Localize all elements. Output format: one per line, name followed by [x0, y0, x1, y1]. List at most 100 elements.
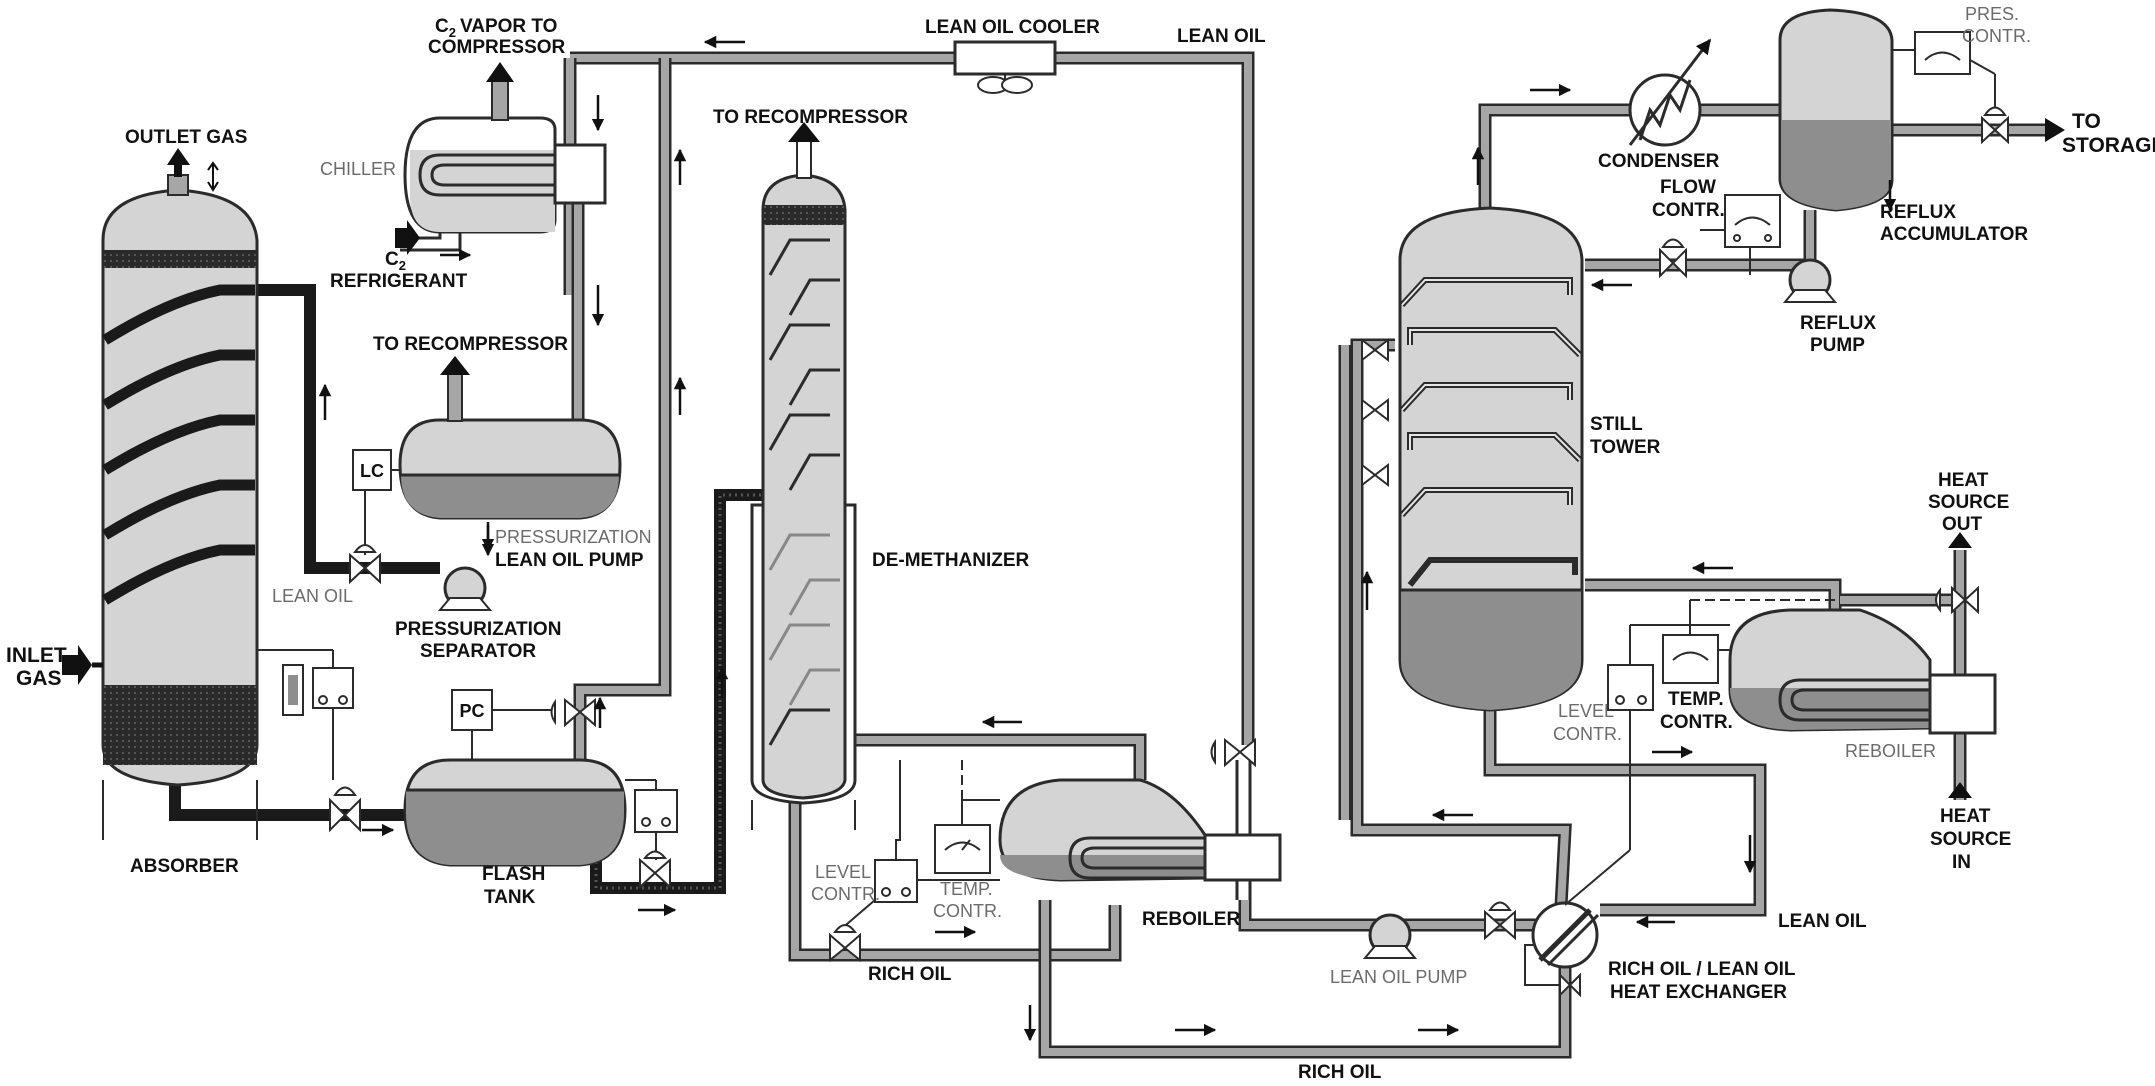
temp-contr-1a-label: TEMP.	[940, 879, 993, 899]
condenser	[1628, 38, 1712, 147]
flash-tank-level-instrument	[625, 779, 678, 860]
pipe-network	[169, 51, 2045, 1059]
flow-contr-1-label: FLOW	[1660, 177, 1716, 198]
heat-source-in-arrow	[1948, 782, 1972, 798]
rich-oil-bottom-label: RICH OIL	[1298, 1062, 1382, 1083]
temp-contr-2a-label: TEMP.	[1668, 689, 1724, 710]
reboiler-1-steam-valve[interactable]	[1210, 737, 1256, 768]
tank-label: TANK	[484, 887, 536, 908]
flow-arrows	[318, 35, 1897, 1042]
flash-label: FLASH	[482, 864, 545, 885]
heat-source-valve[interactable]	[1935, 585, 1979, 615]
flash-tank	[403, 758, 627, 867]
reboiler-1-label: REBOILER	[1142, 909, 1240, 930]
inlet-gas-arrow	[62, 645, 92, 685]
pressurization-sep-2-label: SEPARATOR	[420, 641, 536, 662]
reflux-pump[interactable]	[1782, 258, 1838, 303]
c2-vapor-label: VAPOR TO	[460, 16, 557, 37]
heat-out-3-label: OUT	[1942, 514, 1983, 535]
lean-oil-control-valve[interactable]	[349, 544, 381, 585]
heat-out-2-label: SOURCE	[1928, 492, 2009, 513]
pc-controller: PC	[451, 689, 555, 760]
to-recompressor-2-label: TO RECOMPRESSOR	[713, 107, 908, 128]
reboiler-1	[998, 760, 1282, 900]
rich-oil-1-label: RICH OIL	[868, 964, 952, 985]
pres-contr-1-label: PRES.	[1965, 4, 2019, 24]
lean-oil-pump-2[interactable]	[1362, 913, 1418, 959]
condenser-label: CONDENSER	[1598, 151, 1720, 172]
svg-text:C2: C2	[385, 249, 406, 273]
level-contr-2b-label: CONTR.	[1553, 724, 1622, 744]
lean-oil-pump-1-label: LEAN OIL PUMP	[495, 550, 644, 571]
lean-oil-right-label: LEAN OIL	[1778, 911, 1867, 932]
still-2-label: TOWER	[1590, 437, 1661, 458]
lean-oil-pump-valve[interactable]	[1484, 901, 1516, 941]
inlet-label: INLET	[6, 644, 67, 667]
to-recompressor-1-label: TO RECOMPRESSOR	[373, 334, 568, 355]
temp-contr-2	[1662, 599, 1840, 684]
pres-contr-2-label: CONTR.	[1962, 26, 2031, 46]
flash-tank-outlet-valve[interactable]	[639, 850, 671, 890]
lean-oil-cooler	[953, 40, 1057, 94]
level-contr-1b-label: CONTR.	[811, 884, 880, 904]
still-1-label: STILL	[1590, 414, 1643, 435]
pc-label: PC	[459, 701, 484, 721]
storage-label: STORAGE	[2062, 134, 2155, 157]
hx-2-label: HEAT EXCHANGER	[1610, 982, 1787, 1003]
hx-bypass-valve[interactable]	[1559, 972, 1581, 998]
absorber-label: ABSORBER	[130, 856, 239, 877]
pres-contr	[1892, 31, 1996, 115]
c2-refrigerant-arrow	[395, 220, 420, 255]
reflux-accumulator	[1778, 8, 1894, 212]
reflux-pump-1-label: REFLUX	[1800, 313, 1876, 334]
reflux-flow-valve[interactable]	[1659, 238, 1687, 279]
chiller-label: CHILLER	[320, 159, 396, 179]
pressurization-1-label: PRESSURIZATION	[495, 527, 652, 547]
heat-source-out-arrow	[1948, 532, 1972, 548]
rich-oil-control-valve-1[interactable]	[829, 924, 861, 963]
reflux-acc-1-label: REFLUX	[1880, 202, 1956, 223]
lean-oil-cooler-label: LEAN OIL COOLER	[925, 17, 1100, 38]
absorber-level-instrument	[257, 649, 354, 780]
absorber-vessel	[101, 174, 259, 840]
c2-vapor-sub: 2	[449, 25, 456, 40]
absorber-outlet-valve[interactable]	[329, 786, 361, 833]
reboiler-2-label: REBOILER	[1845, 741, 1936, 761]
heat-in-3-label: IN	[1952, 852, 1971, 873]
c2-ref-prefix: C	[385, 249, 399, 270]
heat-in-2-label: SOURCE	[1930, 829, 2011, 850]
temp-contr-1	[934, 760, 1000, 874]
lean-oil-pump[interactable]	[437, 566, 493, 611]
gas-label: GAS	[16, 667, 62, 690]
c2-ref-sub: 2	[399, 258, 406, 273]
rich-lean-heat-exchanger	[1524, 901, 1600, 986]
pressurization-sep-1-label: PRESSURIZATION	[395, 619, 561, 640]
flow-contr	[1700, 194, 1781, 275]
de-methanizer-label: DE-METHANIZER	[872, 550, 1030, 571]
de-methanizer-column	[750, 122, 857, 830]
lean-oil-pump-2-label: LEAN OIL PUMP	[1330, 967, 1467, 987]
lean-oil-top-pipe	[570, 51, 1255, 745]
reflux-pump-2-label: PUMP	[1810, 335, 1865, 356]
still-tower	[1398, 206, 1584, 712]
heat-in-1-label: HEAT	[1940, 806, 1991, 827]
temp-contr-2b-label: CONTR.	[1660, 712, 1733, 733]
storage-valve[interactable]	[1981, 106, 2009, 145]
flash-tank-pressure-valve[interactable]	[550, 697, 596, 728]
lc-label: LC	[360, 461, 384, 481]
outlet-gas-arrow	[167, 148, 190, 165]
pressurization-separator	[398, 356, 622, 520]
chiller-vessel	[400, 62, 607, 252]
c2-vapor-prefix: C	[435, 16, 449, 37]
level-contr-1	[839, 760, 1000, 931]
compressor-label: COMPRESSOR	[428, 37, 566, 58]
to-label: TO	[2072, 110, 2101, 133]
still-tower-side-valves[interactable]	[1361, 337, 1389, 488]
reflux-acc-2-label: ACCUMULATOR	[1880, 224, 2028, 245]
hx-1-label: RICH OIL / LEAN OIL	[1608, 959, 1796, 980]
flow-contr-2-label: CONTR.	[1652, 200, 1725, 221]
to-storage-arrow	[2045, 118, 2065, 142]
